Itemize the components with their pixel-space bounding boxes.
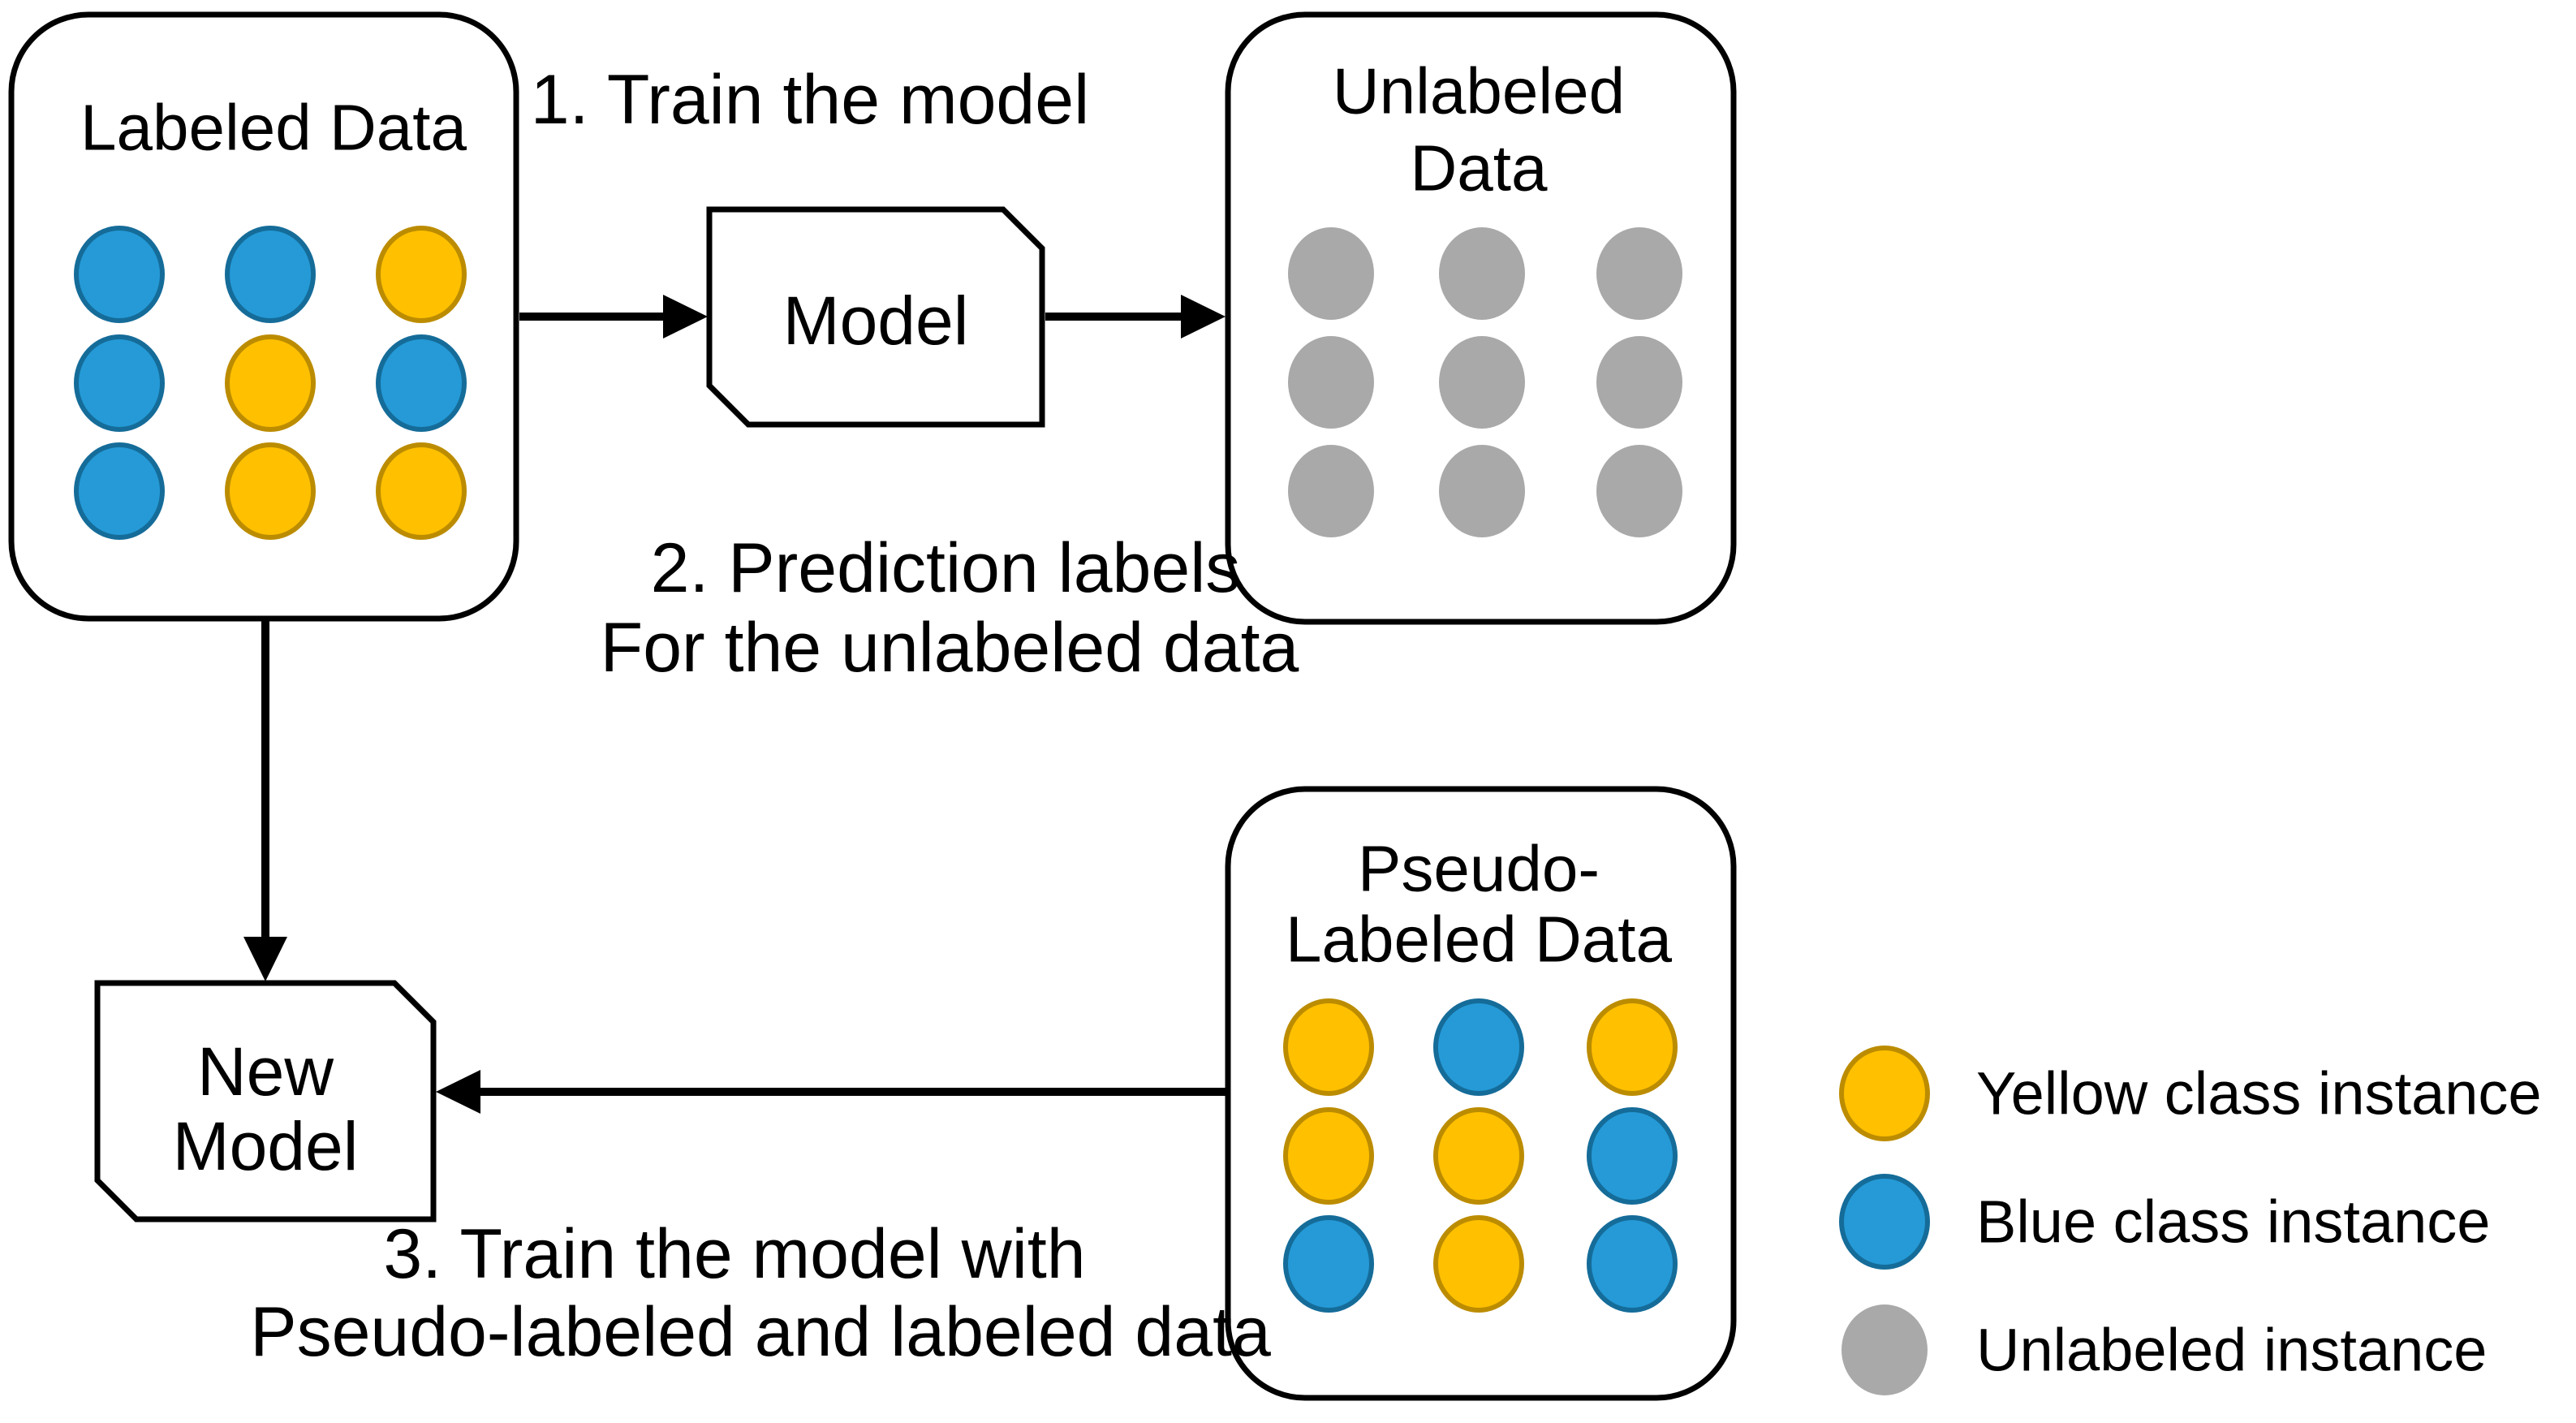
arrow-model-to-unlabeled (1045, 295, 1226, 339)
step3-annotation-line1: 3. Train the model with (383, 1215, 1085, 1293)
legend-item-yellow: Yellow class instance (1839, 1046, 2542, 1141)
gray-instance-circle (1596, 336, 1682, 429)
new-model-node-outline (94, 980, 437, 1222)
model-node-label: Model (783, 282, 969, 359)
blue-instance-circle (1587, 1107, 1678, 1205)
gray-instance-circle (1288, 445, 1374, 537)
gray-instance-circle (1596, 445, 1682, 537)
gray-instance-circle (1439, 445, 1525, 537)
legend-item-blue: Blue class instance (1839, 1174, 2490, 1270)
step2-annotation-line2: For the unlabeled data (601, 609, 1299, 687)
yellow-instance-circle (376, 226, 467, 323)
new-model-node-label-line1: New (197, 1033, 334, 1110)
legend-item-gray: Unlabeled instance (1842, 1304, 2487, 1395)
step2-annotation-line1: 2. Prediction labels (651, 529, 1241, 607)
arrow-left-head-icon (436, 1070, 480, 1114)
new-model-node: New Model (94, 980, 437, 1222)
legend-label-yellow: Yellow class instance (1976, 1060, 2542, 1128)
blue-instance-circle (1433, 998, 1524, 1096)
arrow-labeled-to-model (519, 295, 708, 339)
arrow-down-head-icon (243, 937, 287, 981)
gray-instance-circle (1288, 227, 1374, 320)
unlabeled-data-title-line1: Unlabeled (1333, 55, 1625, 127)
yellow-instance-circle (225, 442, 316, 540)
legend-label-gray: Unlabeled instance (1976, 1317, 2487, 1384)
step3-annotation-line2: Pseudo-labeled and labeled data (250, 1293, 1271, 1371)
unlabeled-data-instance-grid (1288, 227, 1682, 537)
arrow-pseudo-to-new-model (436, 1070, 1226, 1114)
yellow-instance-icon (1839, 1046, 1930, 1141)
blue-instance-circle (74, 334, 165, 432)
blue-instance-icon (1839, 1174, 1930, 1270)
unlabeled-data-title-line2: Data (1411, 132, 1548, 205)
step3-annotation: 3. Train the model with Pseudo-labeled a… (250, 1215, 1271, 1371)
blue-instance-circle (74, 442, 165, 540)
yellow-instance-circle (1587, 998, 1678, 1096)
yellow-instance-circle (225, 334, 316, 432)
blue-instance-circle (74, 226, 165, 323)
model-node-outline (706, 206, 1045, 428)
yellow-instance-circle (1433, 1215, 1524, 1313)
gray-instance-circle (1439, 227, 1525, 320)
unlabeled-data-box: Unlabeled Data (1225, 11, 1737, 625)
blue-instance-circle (376, 334, 467, 432)
gray-instance-icon (1842, 1304, 1928, 1395)
yellow-instance-circle (1433, 1107, 1524, 1205)
arrow-right-head-icon (1181, 295, 1226, 339)
pseudo-labeled-instance-grid (1283, 998, 1678, 1313)
new-model-node-label-line2: Model (173, 1108, 359, 1184)
labeled-data-box: Labeled Data (8, 11, 519, 622)
gray-instance-circle (1439, 336, 1525, 429)
gray-instance-circle (1288, 336, 1374, 429)
yellow-instance-circle (1283, 1107, 1374, 1205)
labeled-data-title: Labeled Data (80, 92, 467, 164)
gray-instance-circle (1596, 227, 1682, 320)
model-node: Model (706, 206, 1045, 428)
labeled-data-instance-grid (74, 226, 467, 540)
legend-label-blue: Blue class instance (1976, 1188, 2490, 1256)
pseudo-labeled-data-box: Pseudo- Labeled Data (1225, 786, 1737, 1401)
blue-instance-circle (225, 226, 316, 323)
blue-instance-circle (1283, 1215, 1374, 1313)
yellow-instance-circle (376, 442, 467, 540)
step2-annotation: 2. Prediction labels For the unlabeled d… (601, 529, 1299, 687)
yellow-instance-circle (1283, 998, 1374, 1096)
arrow-labeled-to-new-model (243, 619, 287, 981)
arrow-right-head-icon (663, 295, 708, 339)
pseudo-labeled-data-title-line1: Pseudo- (1358, 833, 1600, 905)
pseudo-labeled-data-title-line2: Labeled Data (1286, 903, 1672, 976)
legend: Yellow class instance Blue class instanc… (1839, 1046, 2542, 1395)
step1-annotation: 1. Train the model (531, 61, 1089, 139)
blue-instance-circle (1587, 1215, 1678, 1313)
